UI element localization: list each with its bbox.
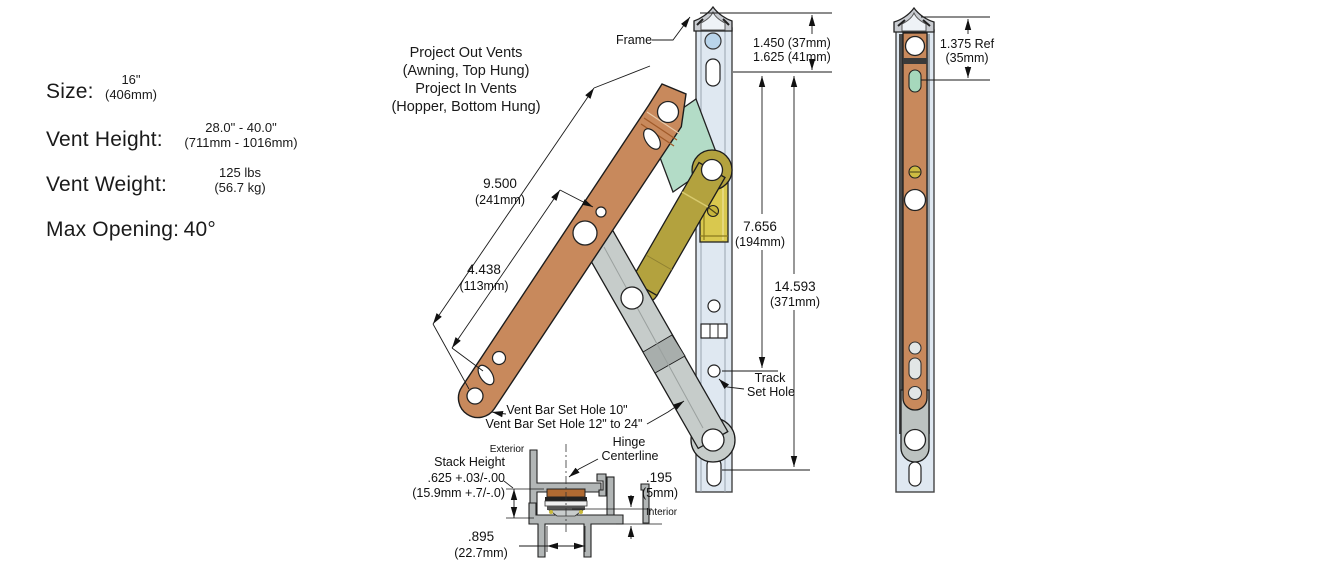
steel-arm-band — [642, 334, 686, 374]
vent-arm-top-hole — [656, 100, 680, 124]
svg-text:14.593: 14.593 — [774, 279, 815, 294]
olive-pivot-hole — [700, 158, 724, 182]
size-value: 16" (406mm) — [104, 72, 157, 102]
svg-text:(5mm): (5mm) — [642, 486, 678, 500]
steel-arm-hole — [620, 286, 644, 310]
svg-text:7.656: 7.656 — [743, 219, 777, 234]
svg-text:(113mm): (113mm) — [459, 279, 508, 293]
svg-text:(35mm): (35mm) — [945, 51, 988, 65]
max-opening-value: 40° — [183, 218, 216, 241]
svg-text:4.438: 4.438 — [467, 262, 501, 277]
dimension-lines — [432, 12, 832, 471]
track-folded-view — [893, 6, 990, 493]
svg-text:1.375 Ref: 1.375 Ref — [940, 37, 995, 51]
svg-text:Stack Height: Stack Height — [434, 455, 505, 469]
svg-text:(194mm): (194mm) — [735, 235, 785, 249]
vent-arm-end-hole — [466, 387, 484, 405]
vent-arm-top-slot — [643, 128, 661, 150]
svg-text:9.500: 9.500 — [483, 176, 517, 191]
steel-arm-pivot-hole — [701, 428, 725, 452]
svg-text:(241mm): (241mm) — [475, 193, 525, 207]
folded-copper-arm — [902, 32, 928, 411]
svg-text:(22.7mm): (22.7mm) — [454, 546, 507, 560]
svg-text:.195: .195 — [646, 470, 672, 485]
track-set-hole — [707, 364, 721, 378]
vent-weight-spec: Vent Weight: — [46, 173, 167, 197]
vent-weight-label: Vent Weight: — [46, 173, 168, 196]
svg-text:Vent Bar Set Hole 12" to 24": Vent Bar Set Hole 12" to 24" — [486, 417, 643, 431]
folded-green-slot — [908, 69, 922, 93]
vent-height-value: 28.0" - 40.0" (711mm - 1016mm) — [184, 120, 298, 150]
svg-text:Centerline: Centerline — [602, 449, 659, 463]
max-opening-spec: Max Opening: 40° — [46, 218, 216, 242]
track-slot-top — [705, 58, 721, 87]
svg-text:Set Hole: Set Hole — [747, 385, 795, 399]
exterior-label: Exterior — [490, 444, 525, 455]
max-opening-label: Max Opening: — [46, 218, 180, 241]
svg-text:1.625 (41mm): 1.625 (41mm) — [753, 50, 831, 64]
track-window-detail — [700, 323, 728, 339]
vent-height-label: Vent Height: — [46, 128, 163, 151]
vent-weight-value: 125 lbs (56.7 kg) — [214, 165, 266, 195]
track-hole-mid — [707, 299, 721, 313]
steel-support-arm — [580, 221, 736, 463]
drawing-text: Frame 1.450 (37mm) 1.625 (41mm) 7.656 (1… — [412, 33, 994, 560]
svg-text:(371mm): (371mm) — [770, 295, 820, 309]
cross-section — [503, 444, 662, 558]
svg-text:.895: .895 — [468, 529, 494, 544]
cap-roller — [704, 32, 722, 50]
vent-arm-mid-hole — [572, 220, 598, 246]
svg-text:.625 +.03/-.00: .625 +.03/-.00 — [428, 471, 506, 485]
hinge-centerline-callout: Hinge — [613, 435, 646, 449]
vent-bar-set-hole-callout: Vent Bar Set Hole 10" — [506, 403, 627, 417]
vent-height-spec: Vent Height: — [46, 128, 163, 152]
interior-label: Interior — [646, 507, 678, 518]
svg-text:1.450 (37mm): 1.450 (37mm) — [753, 36, 831, 50]
size-spec: Size: — [46, 80, 94, 104]
track-set-hole-callout: Track — [755, 371, 787, 385]
vent-arm-set-hole — [595, 206, 607, 218]
frame-callout: Frame — [616, 33, 652, 47]
svg-text:(15.9mm +.7/-.0): (15.9mm +.7/-.0) — [412, 486, 505, 500]
size-label: Size: — [46, 80, 94, 103]
